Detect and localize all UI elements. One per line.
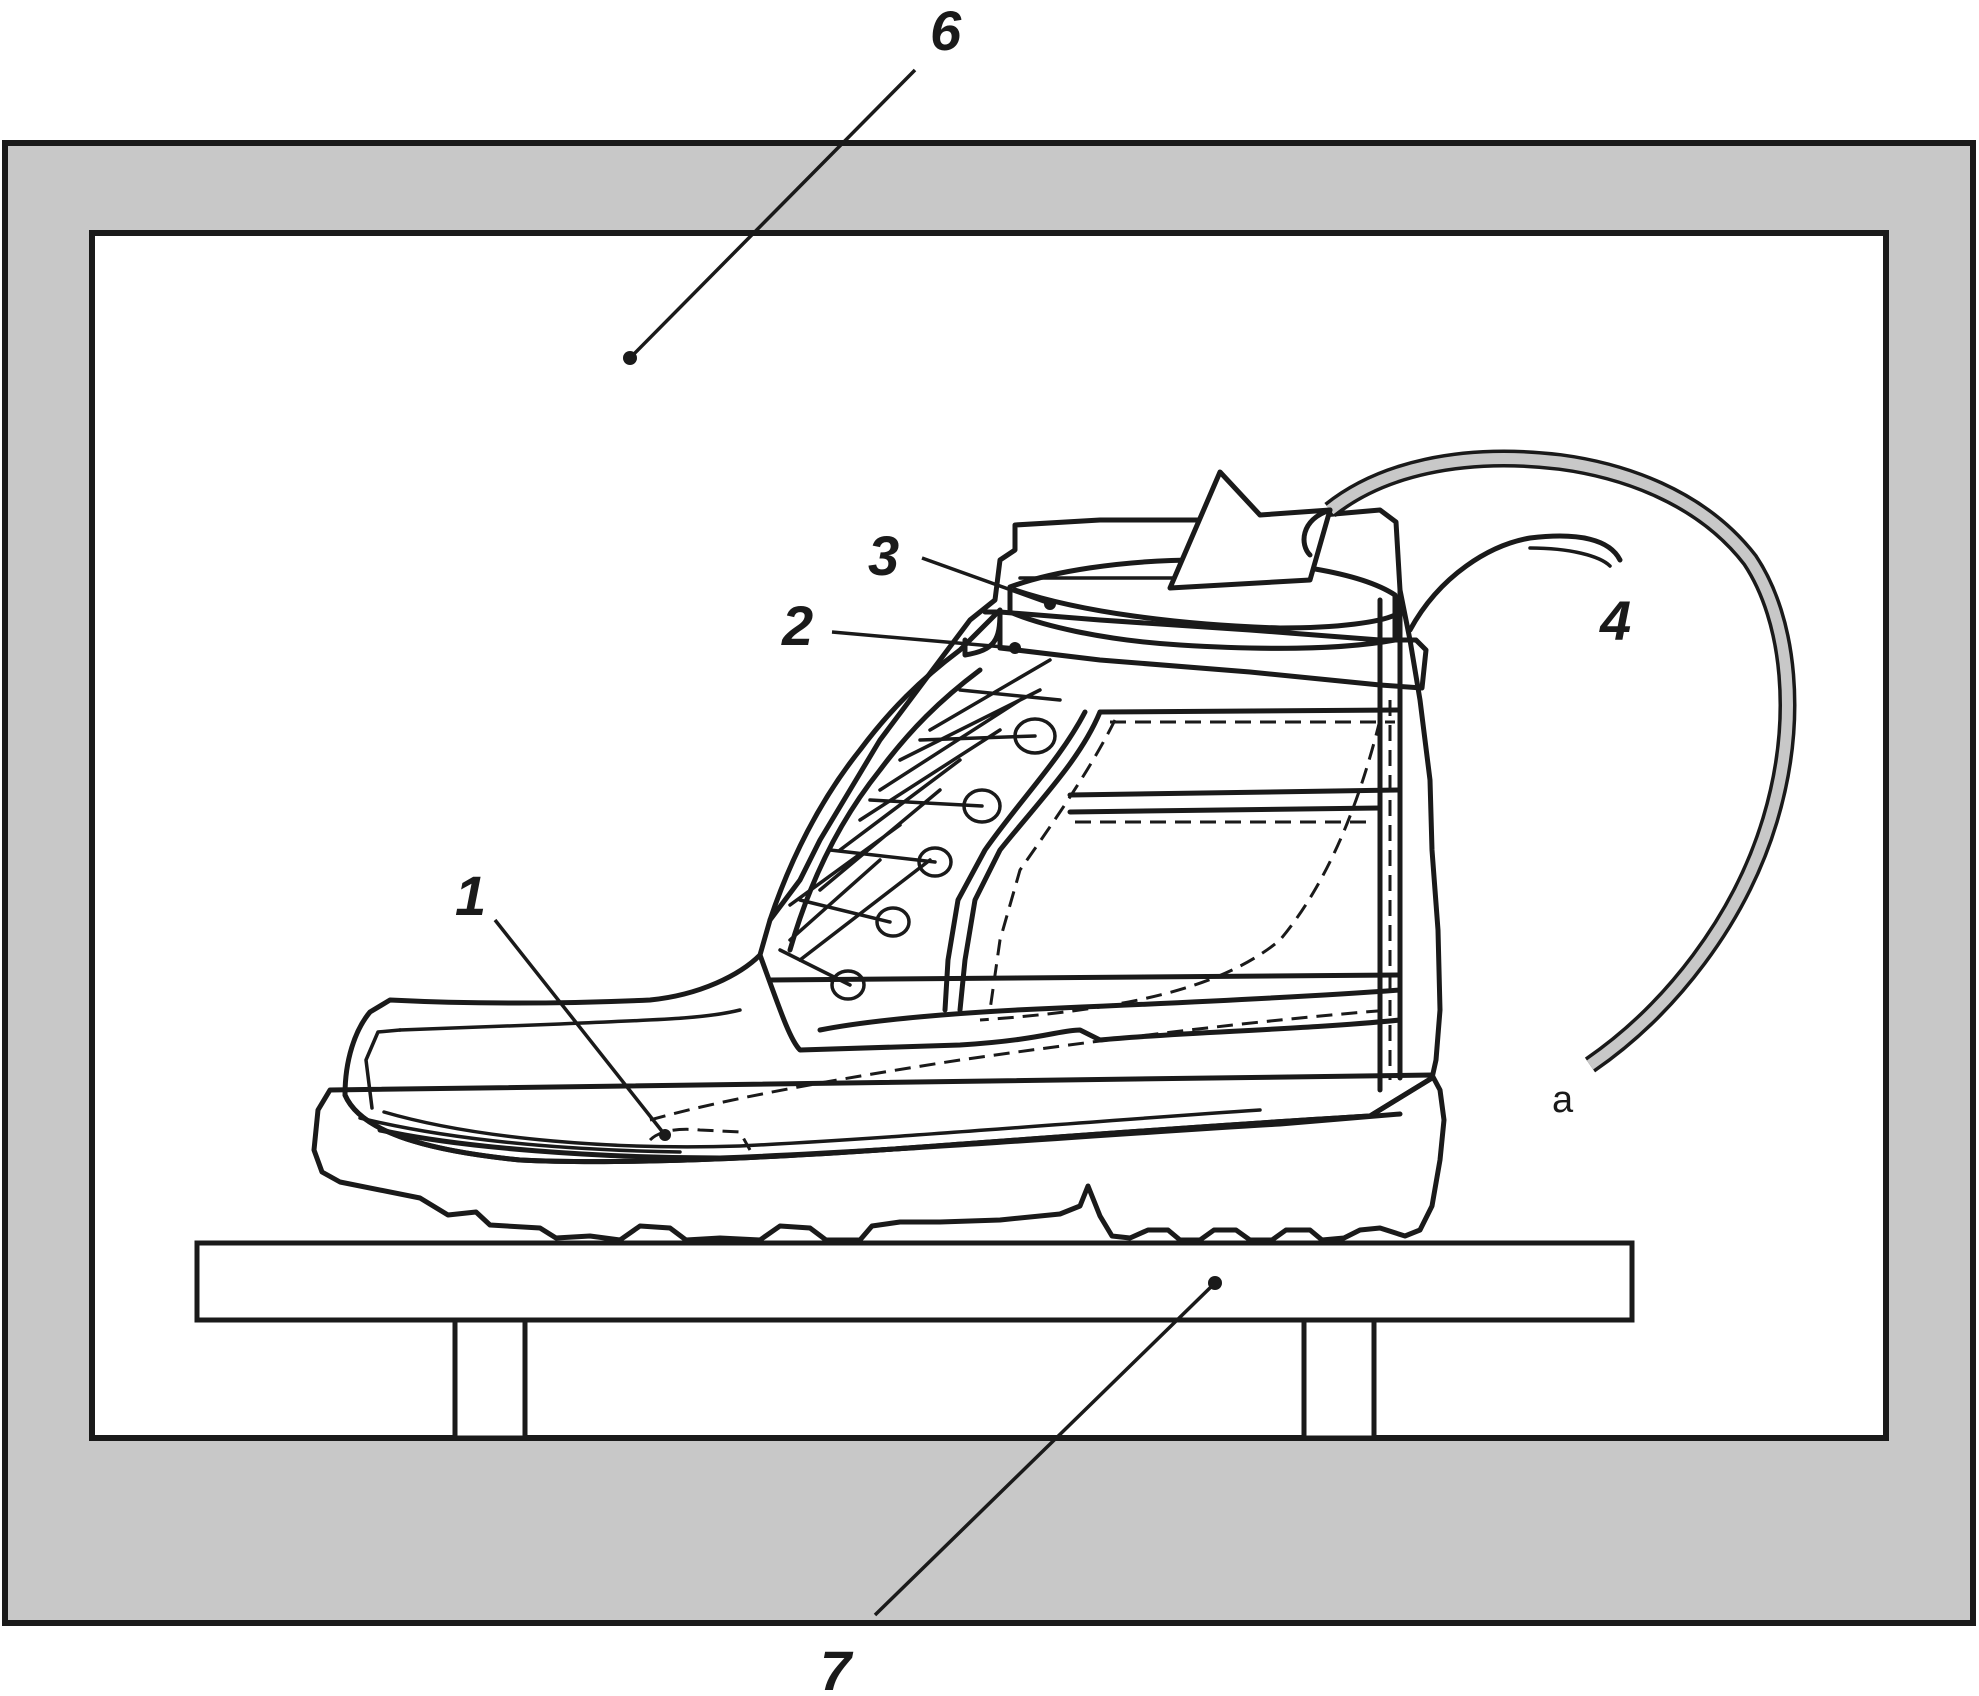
label-flow-start: a [1552,1079,1574,1121]
treatment-chamber [2,140,1976,1626]
flow-arrow [1167,449,1797,1073]
support-table [194,1240,1635,1441]
label-insole: 1 [455,864,486,927]
boot-outsole [311,1072,1447,1243]
boot-lid [1007,557,1398,651]
boot-upper [342,507,1443,1165]
label-collar: 2 [781,594,813,657]
flow-arrowhead [1167,469,1333,591]
label-support: 7 [820,1639,854,1696]
boot [311,507,1447,1243]
leader-lines [493,68,1222,1617]
label-flow-arrow: 4 [1599,589,1631,652]
label-chamber: 6 [930,0,962,62]
label-lid: 3 [868,524,899,587]
